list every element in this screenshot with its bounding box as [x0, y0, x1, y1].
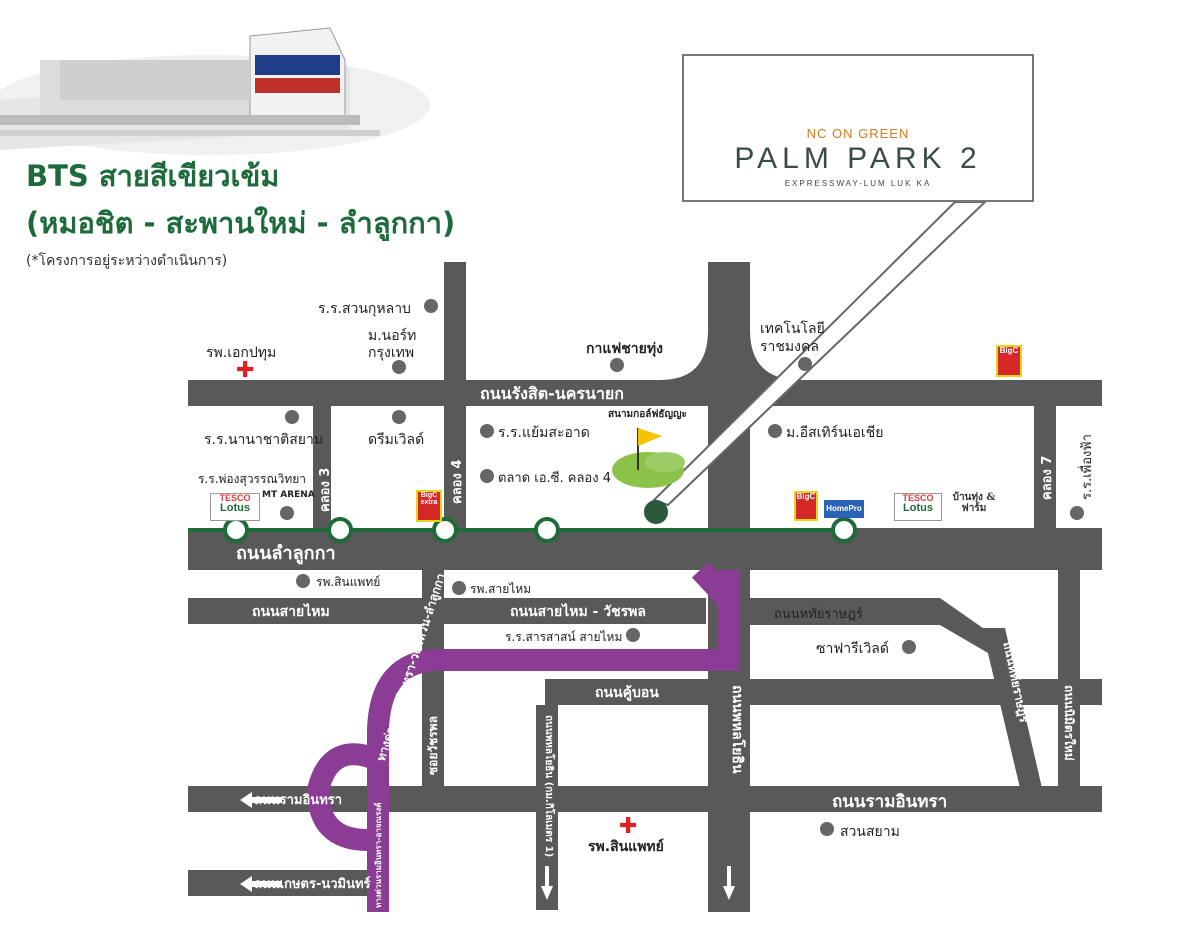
brand-sub: NC ON GREEN	[806, 126, 910, 141]
title-line1: BTS สายสีเขียวเข้ม	[26, 159, 280, 193]
place-dot	[424, 299, 438, 313]
road-khu-bon	[545, 679, 1102, 705]
road-hathai-rat-h	[750, 598, 1000, 660]
road-label-phahonyothin-km: ถนนพหลโยธิน (กม.กิโลเมตร 1)	[543, 715, 554, 858]
road-label-sai-mai-watcharaphon: ถนนสายไหม - วัชรพล	[510, 604, 646, 620]
place-dot	[296, 574, 310, 588]
road-hathai-rat-diag	[982, 628, 1042, 788]
homepro-logo: HomePro	[824, 500, 864, 518]
road-khlong4	[444, 262, 466, 528]
place-safari: ซาฟารีเวิลด์	[816, 641, 889, 657]
bts-station	[432, 517, 458, 543]
expressway-route	[306, 562, 739, 912]
road-sai-mai	[188, 598, 706, 624]
road-label-kaset-nawamin: ถนนเกษตร-นวมินทร์	[254, 877, 371, 892]
place-north-bkk-1: ม.นอร์ท	[368, 328, 417, 344]
road-label-sai-mai: ถนนสายไหม	[252, 604, 330, 620]
road-label-ram-inthra-left: ถนนรามอินทรา	[254, 793, 343, 808]
road-label-ram-inthra-main: ถนนรามอินทรา	[832, 792, 948, 812]
bigc-logo: BigC	[996, 345, 1022, 377]
road-label-expressway2: ทางด่วนรามอินทรา-อาจณรงค์	[374, 802, 383, 908]
place-dot	[610, 358, 624, 372]
place-tech-2: ราชมงคล	[760, 339, 819, 355]
place-dot	[280, 506, 294, 520]
road-rangsit-nakhon-nayok	[188, 380, 1102, 406]
place-phuengfa: ร.ร.เพื่องฟ้า	[1080, 434, 1095, 500]
bts-station	[327, 517, 353, 543]
bts-train-icon	[0, 27, 430, 155]
place-dot	[902, 640, 916, 654]
place-sarasas: ร.ร.สารสาสน์ สายไหม	[505, 630, 623, 644]
road-network	[188, 262, 1102, 912]
place-dot	[768, 424, 782, 438]
bigc-extra-logo: BigC extra	[416, 490, 442, 522]
place-dot	[1070, 506, 1084, 520]
road-label-khu-bon: ถนนคู้บอน	[595, 685, 659, 701]
road-khlong7	[1034, 406, 1056, 528]
place-talad: ตลาด เอ.ซี. คลอง 4	[498, 471, 611, 486]
project-location-marker-icon	[644, 500, 668, 524]
place-sai-mai-hosp: รพ.สายไหม	[470, 582, 532, 596]
brand-tagline: EXPRESSWAY-LUM LUK KA	[784, 179, 932, 188]
golf-flag-icon	[612, 428, 685, 488]
place-golf: สนามกอล์ฟธัญญะ	[608, 409, 687, 420]
place-dot	[798, 357, 812, 371]
place-dot	[392, 360, 406, 374]
road-label-hathai-rat: ถนนหทัยราษฎร์	[774, 607, 863, 622]
road-label-soi-watcharaphon: ซอยวัชรพล	[426, 716, 440, 775]
road-label-khlong3: คลอง 3	[318, 467, 333, 512]
road-label-khlong7: คลอง 7	[1040, 455, 1055, 500]
road-label-nimit-mai: ถนนนิมิตรใหม่	[1062, 685, 1076, 761]
road-label-phahonyothin: ถนนพหลโยธิน	[729, 685, 745, 774]
place-mt-arena: MT ARENA	[262, 490, 315, 500]
place-sinphaet-1: รพ.สินแพทย์	[316, 575, 381, 589]
place-dot	[480, 469, 494, 483]
bigc-logo: BigC	[794, 491, 818, 521]
title-line2: (หมอชิต - สะพานใหม่ - ลำลูกกา)	[26, 206, 456, 240]
place-dot	[392, 410, 406, 424]
hospital-icon: ✚	[236, 358, 255, 383]
place-dot	[452, 581, 466, 595]
place-suan-siam: สวนสยาม	[840, 824, 900, 840]
tesco-lotus-logo: TESCO Lotus	[210, 493, 260, 521]
road-label-lam-luk-ka: ถนนลำลูกกา	[236, 543, 336, 564]
title-note: (*โครงการอยู่ระหว่างดำเนินการ)	[26, 253, 228, 269]
bts-line	[188, 517, 857, 543]
baan-farm-logo: บ้านทุ่ง & ฟาร์ม	[952, 492, 996, 514]
road-label-khlong4: คลอง 4	[450, 459, 465, 504]
place-dot	[285, 410, 299, 424]
place-dreamworld: ดรีมเวิลด์	[368, 432, 425, 448]
place-ekpathum: รพ.เอกปทุม	[206, 345, 277, 361]
place-tech-1: เทคโนโลยี	[760, 321, 825, 337]
place-nanachat: ร.ร.นานาชาติสยาม	[204, 432, 324, 448]
direction-arrows	[240, 792, 735, 900]
place-dot	[626, 628, 640, 642]
road-khlong3	[313, 406, 331, 528]
road-ram-inthra	[188, 786, 1102, 812]
place-eastern-asia: ม.อีสเทิร์นเอเชีย	[786, 425, 884, 441]
hospital-icon: ✚	[619, 814, 638, 839]
bts-station	[831, 517, 857, 543]
place-cafe: กาแฟชายทุ่ง	[586, 341, 663, 357]
place-suan-kulab: ร.ร.สวนกุหลาบ	[318, 301, 411, 317]
brand-box: NC ON GREEN PALM PARK 2 EXPRESSWAY-LUM L…	[682, 54, 1034, 202]
road-nimit-mai	[1058, 570, 1080, 786]
road-label-rangsit: ถนนรังสิต-นครนายก	[480, 384, 624, 403]
brand-name: PALM PARK 2	[734, 142, 982, 175]
place-dot	[480, 424, 494, 438]
place-phong-suwan: ร.ร.พ่องสุวรรณวิทยา	[198, 472, 306, 486]
road-soi-watcharaphon	[422, 570, 444, 786]
road-phahonyothin-km	[536, 705, 558, 910]
project-callout-pointer	[652, 201, 988, 507]
place-north-bkk-2: กรุงเทพ	[368, 345, 415, 361]
place-dot	[820, 822, 834, 836]
place-yaem-sa-at: ร.ร.แย้มสะอาด	[498, 425, 590, 441]
tesco-lotus-logo: TESCO Lotus	[894, 493, 942, 521]
bts-station	[534, 517, 560, 543]
place-sinphaet-2: รพ.สินแพทย์	[588, 839, 664, 855]
